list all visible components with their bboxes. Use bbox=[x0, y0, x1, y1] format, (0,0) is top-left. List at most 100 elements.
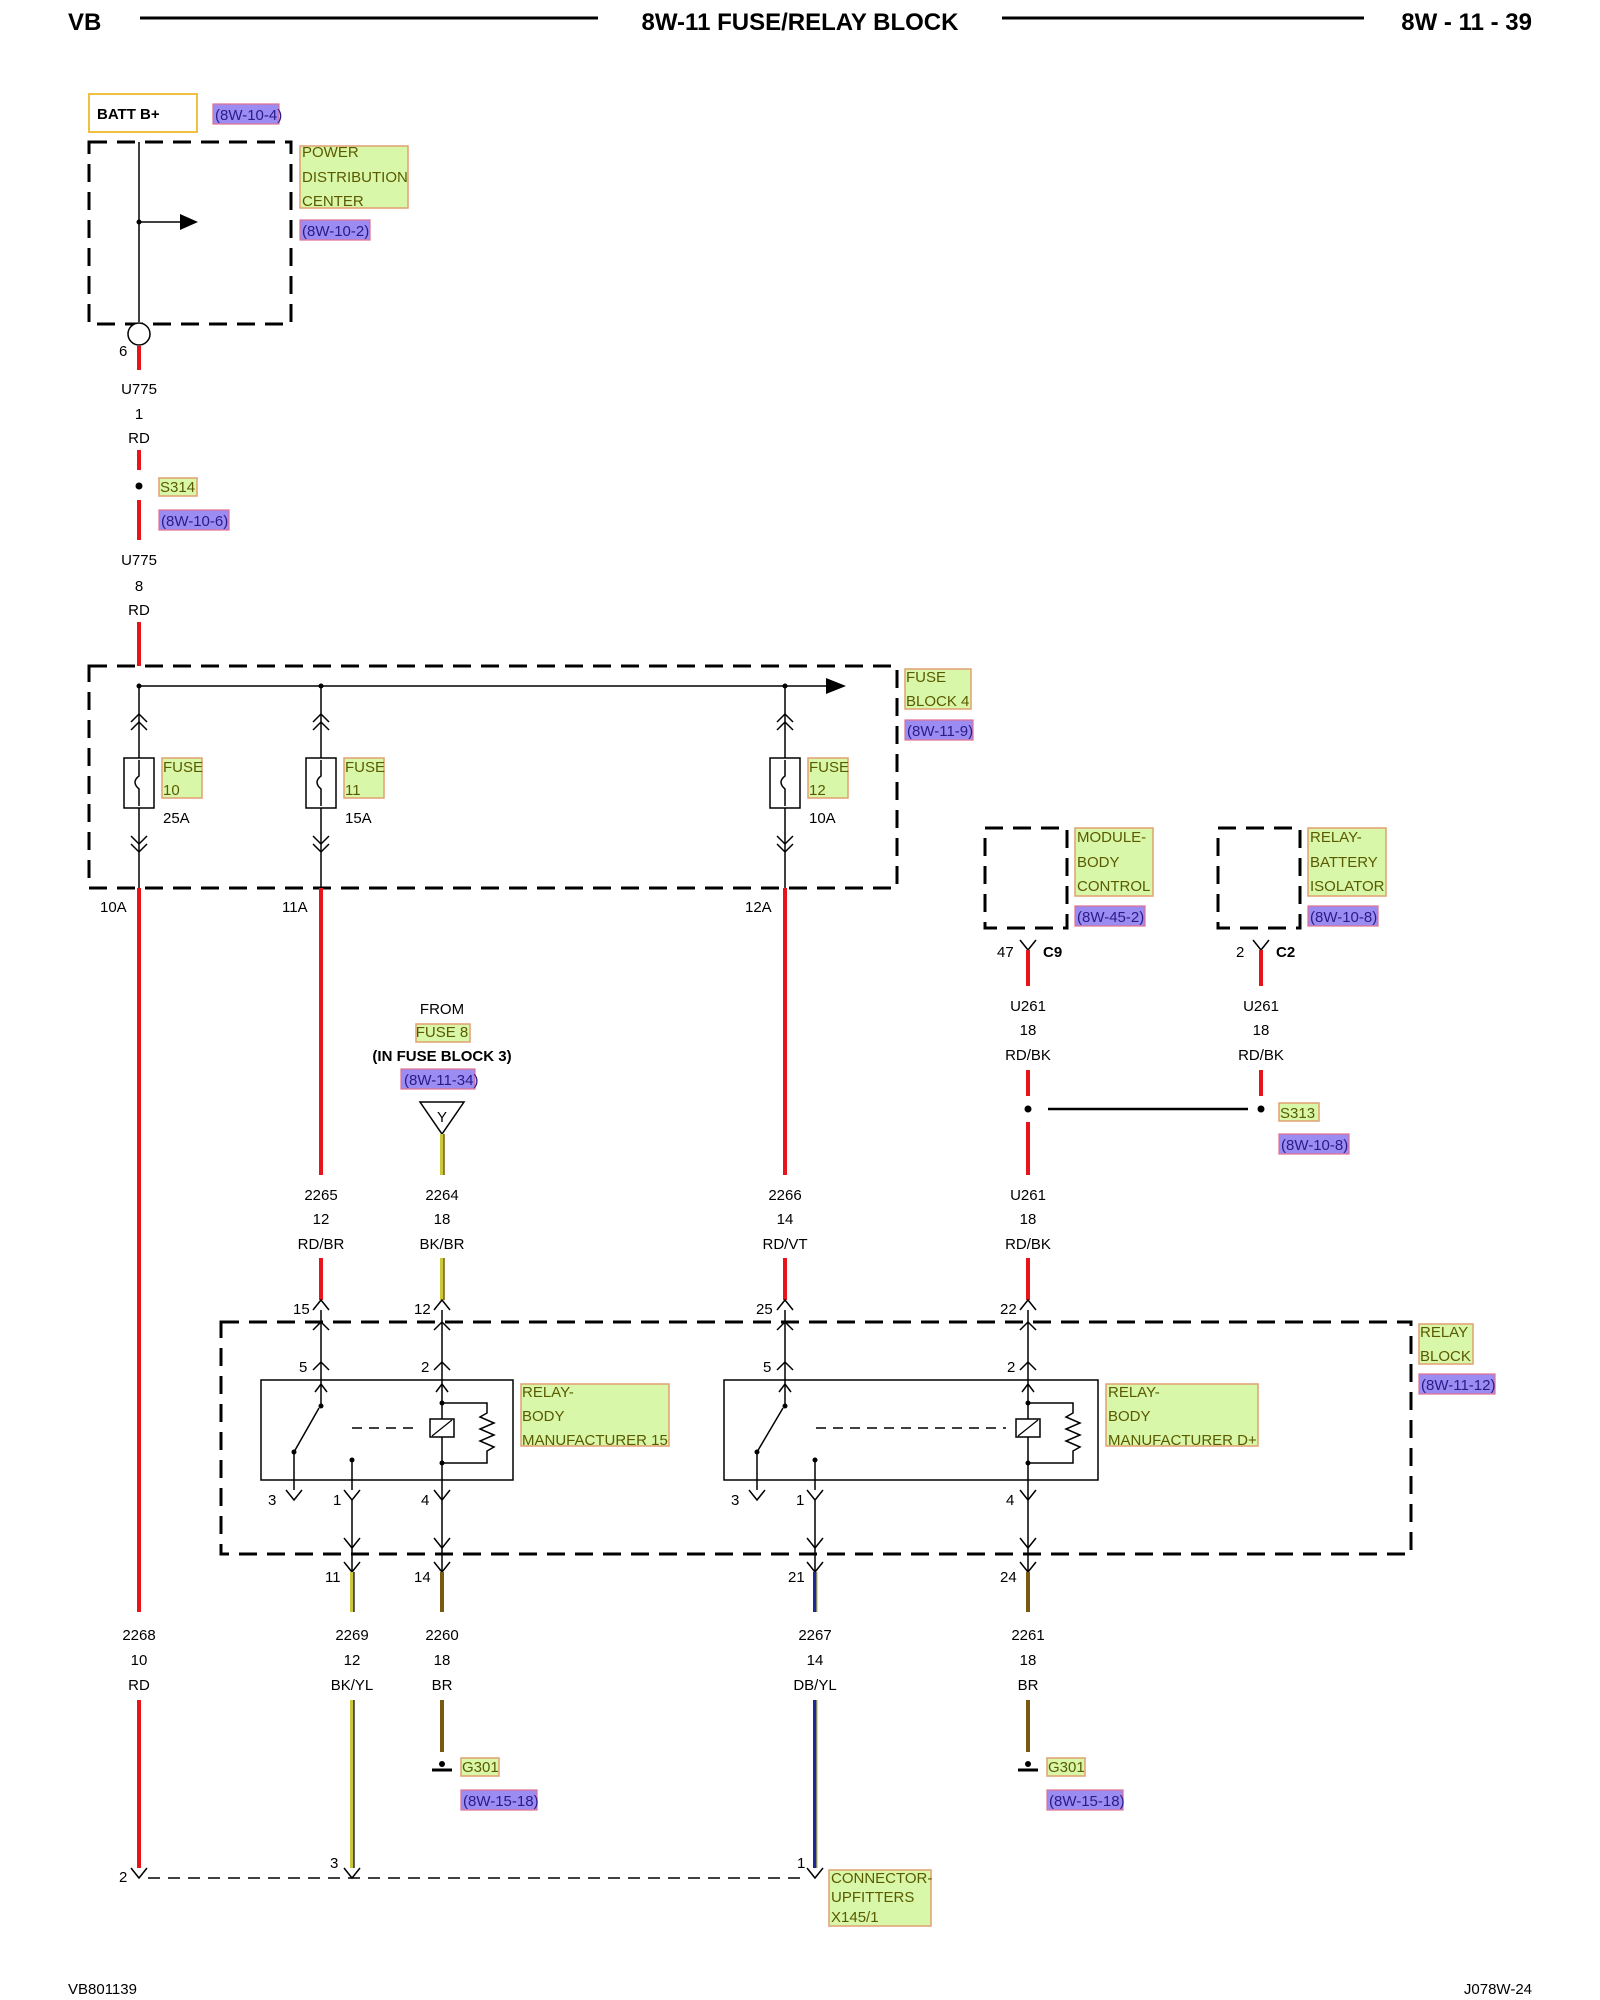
pdc-ref-link[interactable]: (8W-10-2) bbox=[302, 223, 369, 240]
header-vehicle-code: VB bbox=[68, 9, 101, 36]
relay-2-name-highlight bbox=[1105, 1383, 1259, 1447]
relay-2-switch-blade-icon bbox=[756, 1407, 784, 1453]
upfitters-pin-2: 2 bbox=[119, 1869, 127, 1886]
relay-bi-line3: ISOLATOR bbox=[1310, 878, 1385, 895]
wire-u775-b-color: RD bbox=[128, 602, 150, 619]
from-ref-link[interactable]: (8W-11-34) bbox=[404, 1072, 478, 1089]
relay-1-pin5-inner-icon bbox=[312, 1320, 330, 1331]
relay-2-pin4: 4 bbox=[1006, 1492, 1014, 1509]
module-bc-box bbox=[983, 826, 1069, 930]
relay-block-pin-12: 12 bbox=[414, 1301, 431, 1318]
from-fuse-highlight bbox=[415, 1023, 471, 1043]
ground-2-ref-highlight bbox=[1046, 1789, 1124, 1811]
relay-2-resistor-icon bbox=[1028, 1402, 1082, 1464]
ground-2-dot bbox=[1025, 1761, 1031, 1767]
wire-u261-a-circuit: U261 bbox=[1010, 998, 1046, 1015]
from-fuse-block: (IN FUSE BLOCK 3) bbox=[372, 1048, 511, 1065]
relay-1-coil-slash-icon bbox=[431, 1419, 453, 1437]
relay-1-pin5: 5 bbox=[299, 1359, 307, 1376]
fuse-block-name-line1: FUSE bbox=[906, 669, 946, 686]
relay-bi-box bbox=[1216, 826, 1302, 930]
ground-1-ref-highlight bbox=[460, 1789, 538, 1811]
page-header: VB 8W-11 FUSE/RELAY BLOCK 8W - 11 - 39 bbox=[68, 9, 1532, 36]
relay-2-pin5: 5 bbox=[763, 1359, 771, 1376]
relay-1-pin2-terminal-icon bbox=[433, 1360, 451, 1371]
ground-2-ref-link[interactable]: (8W-15-18) bbox=[1049, 1793, 1125, 1810]
relay-bi-name-highlight bbox=[1307, 827, 1387, 897]
fuse-10-number: 10 bbox=[163, 782, 180, 799]
wire-u261-a-color: RD/BK bbox=[1005, 1047, 1051, 1064]
fuse-11-output-pin: 11A bbox=[282, 899, 308, 916]
splice-s313-dot-right bbox=[1257, 1105, 1265, 1113]
wire-u775-a-circuit: U775 bbox=[121, 381, 157, 398]
relay-block-line2: BLOCK bbox=[1420, 1348, 1471, 1365]
wire-u261-mid-color: RD/BK bbox=[1005, 1236, 1051, 1253]
relay-2-coil-slash-icon bbox=[1017, 1419, 1039, 1437]
fuse-12-top-terminal-icon bbox=[776, 712, 794, 731]
relay-2-pin2-terminal-icon bbox=[1019, 1360, 1037, 1371]
relay-block-pin-24: 24 bbox=[1000, 1569, 1017, 1586]
fuse-11-label: FUSE bbox=[345, 759, 385, 776]
relay-2-pin3-terminal-icon bbox=[748, 1489, 766, 1502]
wire-2265-gauge: 12 bbox=[313, 1211, 330, 1228]
relay-block-pin-12-icon bbox=[433, 1298, 451, 1311]
upfitters-pin-1-icon bbox=[806, 1867, 824, 1880]
batt-ref-link[interactable]: (8W-10-4) bbox=[215, 107, 282, 124]
wire-2268-color: RD bbox=[128, 1677, 150, 1694]
wire-u261-mid-gauge: 18 bbox=[1020, 1211, 1037, 1228]
fuse-10-output-pin: 10A bbox=[100, 899, 127, 916]
relay-1-pin2: 2 bbox=[421, 1359, 429, 1376]
module-bc-ref-link[interactable]: (8W-45-2) bbox=[1077, 909, 1144, 926]
relay-1-resistor-node-bottom bbox=[439, 1460, 445, 1466]
wire-2267-circuit: 2267 bbox=[798, 1627, 831, 1644]
upfitters-pin-2-icon bbox=[130, 1867, 148, 1880]
pdc-name-line2: DISTRIBUTION bbox=[302, 169, 408, 186]
relay-1-pin1-terminal-icon bbox=[343, 1489, 361, 1502]
relay-1-resistor-icon bbox=[442, 1402, 496, 1464]
wire-u261-b-circuit: U261 bbox=[1243, 998, 1279, 1015]
relay-2-housing bbox=[723, 1379, 1099, 1481]
fuse-12: FUSE 12 10A 12A bbox=[745, 686, 849, 916]
fuse-block-ref-link[interactable]: (8W-11-9) bbox=[907, 723, 973, 740]
splice-s313-name: S313 bbox=[1280, 1105, 1315, 1122]
relay-2-pin2-inner-icon bbox=[1019, 1320, 1037, 1331]
module-bc-line2: BODY bbox=[1077, 854, 1120, 871]
pdc-name-line1: POWER bbox=[302, 144, 359, 161]
relay-bi-ref-link[interactable]: (8W-10-8) bbox=[1310, 909, 1377, 926]
pdc-name-line3: CENTER bbox=[302, 193, 364, 210]
fuse-12-output-pin: 12A bbox=[745, 899, 772, 916]
from-ref-highlight bbox=[400, 1068, 476, 1090]
relay-1-resistor-node-top bbox=[439, 1400, 445, 1406]
splice-s313-ref-link[interactable]: (8W-10-8) bbox=[1281, 1137, 1348, 1154]
pdc-ref-highlight bbox=[299, 219, 371, 241]
from-fuse: FUSE 8 bbox=[416, 1024, 469, 1041]
wire-2260-circuit: 2260 bbox=[425, 1627, 458, 1644]
fuse-12-element-icon bbox=[780, 760, 786, 806]
fuse-block-ref-highlight bbox=[904, 719, 974, 741]
relay-1-line2: BODY bbox=[522, 1408, 565, 1425]
fuse-10-amps: 25A bbox=[163, 810, 190, 827]
relay-2-pin4-inner-icon bbox=[1019, 1537, 1037, 1550]
wire-2268-gauge: 10 bbox=[131, 1652, 148, 1669]
relay-2-pin1-terminal-icon bbox=[806, 1489, 824, 1502]
pdc-connector-icon bbox=[127, 322, 151, 346]
relay-block-pin-15: 15 bbox=[293, 1301, 310, 1318]
relay-1-pin1-inner-icon bbox=[343, 1537, 361, 1550]
wire-u775-a-color: RD bbox=[128, 430, 150, 447]
wire-2269-color: BK/YL bbox=[331, 1677, 374, 1694]
relay-1-pin4-inner-icon bbox=[433, 1537, 451, 1550]
relay-1-switch-pivot bbox=[318, 1403, 324, 1409]
relay-1-pin4: 4 bbox=[421, 1492, 429, 1509]
splice-s314-ref-link[interactable]: (8W-10-6) bbox=[161, 513, 228, 530]
relay-2-nc-contact bbox=[754, 1449, 760, 1455]
batt-ref-highlight bbox=[212, 103, 280, 125]
ground-1-ref-link[interactable]: (8W-15-18) bbox=[463, 1793, 539, 1810]
relay-block-ref-link[interactable]: (8W-11-12) bbox=[1421, 1377, 1495, 1394]
wire-2264-gauge: 18 bbox=[434, 1211, 451, 1228]
ground-1-highlight bbox=[460, 1757, 500, 1777]
fuse-12-label-highlight bbox=[807, 757, 849, 799]
ground-g301-b: G301 (8W-15-18) bbox=[1018, 1757, 1125, 1811]
wire-u775-b-gauge: 8 bbox=[135, 578, 143, 595]
relay-1-pin2-inner-icon bbox=[433, 1320, 451, 1331]
fuse-block-name-highlight bbox=[904, 668, 972, 710]
